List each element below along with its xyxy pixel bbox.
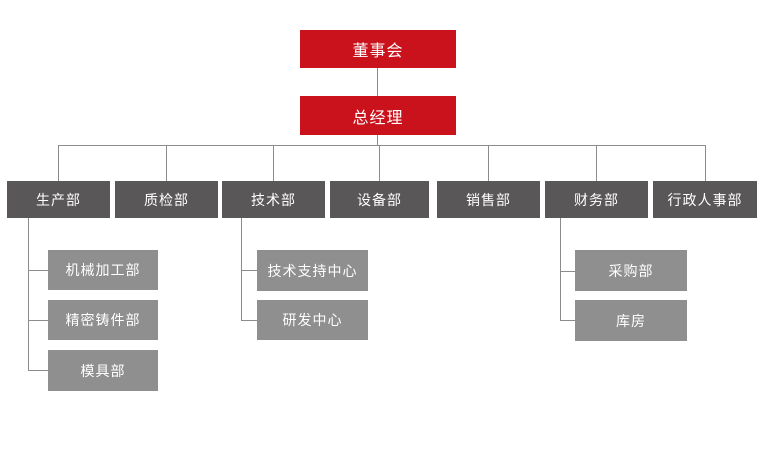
org-node-label: 设备部: [357, 192, 402, 209]
org-node-tech-support: 技术支持中心: [257, 250, 368, 291]
org-node-board: 董事会: [300, 30, 456, 68]
connector-line: [488, 145, 489, 181]
connector-line: [273, 145, 274, 181]
org-node-rnd: 研发中心: [257, 300, 368, 340]
connector-line: [560, 320, 575, 321]
org-node-finance: 财务部: [545, 181, 648, 218]
org-node-label: 质检部: [144, 192, 189, 209]
org-node-label: 库房: [616, 313, 646, 330]
connector-line: [28, 320, 48, 321]
org-node-label: 销售部: [466, 192, 511, 209]
connector-line: [377, 68, 378, 96]
org-node-purchasing: 采购部: [575, 250, 687, 291]
connector-line: [28, 370, 48, 371]
org-node-label: 技术支持中心: [267, 263, 358, 280]
org-node-production: 生产部: [7, 181, 110, 218]
org-node-label: 生产部: [36, 192, 81, 209]
org-node-label: 总经理: [352, 107, 404, 127]
org-node-label: 董事会: [352, 41, 404, 60]
org-node-label: 技术部: [251, 192, 296, 209]
org-node-label: 机械加工部: [65, 263, 141, 279]
org-node-label: 财务部: [574, 192, 619, 209]
org-node-label: 采购部: [608, 263, 654, 280]
connector-line: [596, 145, 597, 181]
org-node-admin-hr: 行政人事部: [653, 181, 757, 218]
connector-line: [241, 320, 257, 321]
connector-line: [241, 270, 257, 271]
org-node-label: 模具部: [80, 363, 126, 380]
connector-line: [560, 271, 575, 272]
connector-line: [58, 145, 706, 146]
org-node-precision-casting: 精密铸件部: [48, 300, 158, 340]
org-node-label: 研发中心: [282, 313, 343, 329]
connector-line: [58, 145, 59, 181]
connector-line: [377, 135, 378, 145]
org-node-technology: 技术部: [222, 181, 325, 218]
connector-line: [28, 218, 29, 370]
connector-line: [560, 218, 561, 321]
org-node-mold: 模具部: [48, 350, 158, 391]
connector-line: [379, 145, 380, 181]
connector-line: [241, 218, 242, 321]
connector-line: [28, 270, 48, 271]
org-node-quality: 质检部: [115, 181, 218, 218]
org-node-label: 精密铸件部: [65, 313, 141, 329]
org-node-gm: 总经理: [300, 96, 456, 135]
connector-line: [166, 145, 167, 181]
org-node-machining: 机械加工部: [48, 250, 158, 290]
org-node-sales: 销售部: [437, 181, 540, 218]
org-node-label: 行政人事部: [667, 192, 743, 209]
org-node-warehouse: 库房: [575, 300, 687, 341]
connector-line: [705, 145, 706, 181]
org-node-equipment: 设备部: [330, 181, 429, 218]
